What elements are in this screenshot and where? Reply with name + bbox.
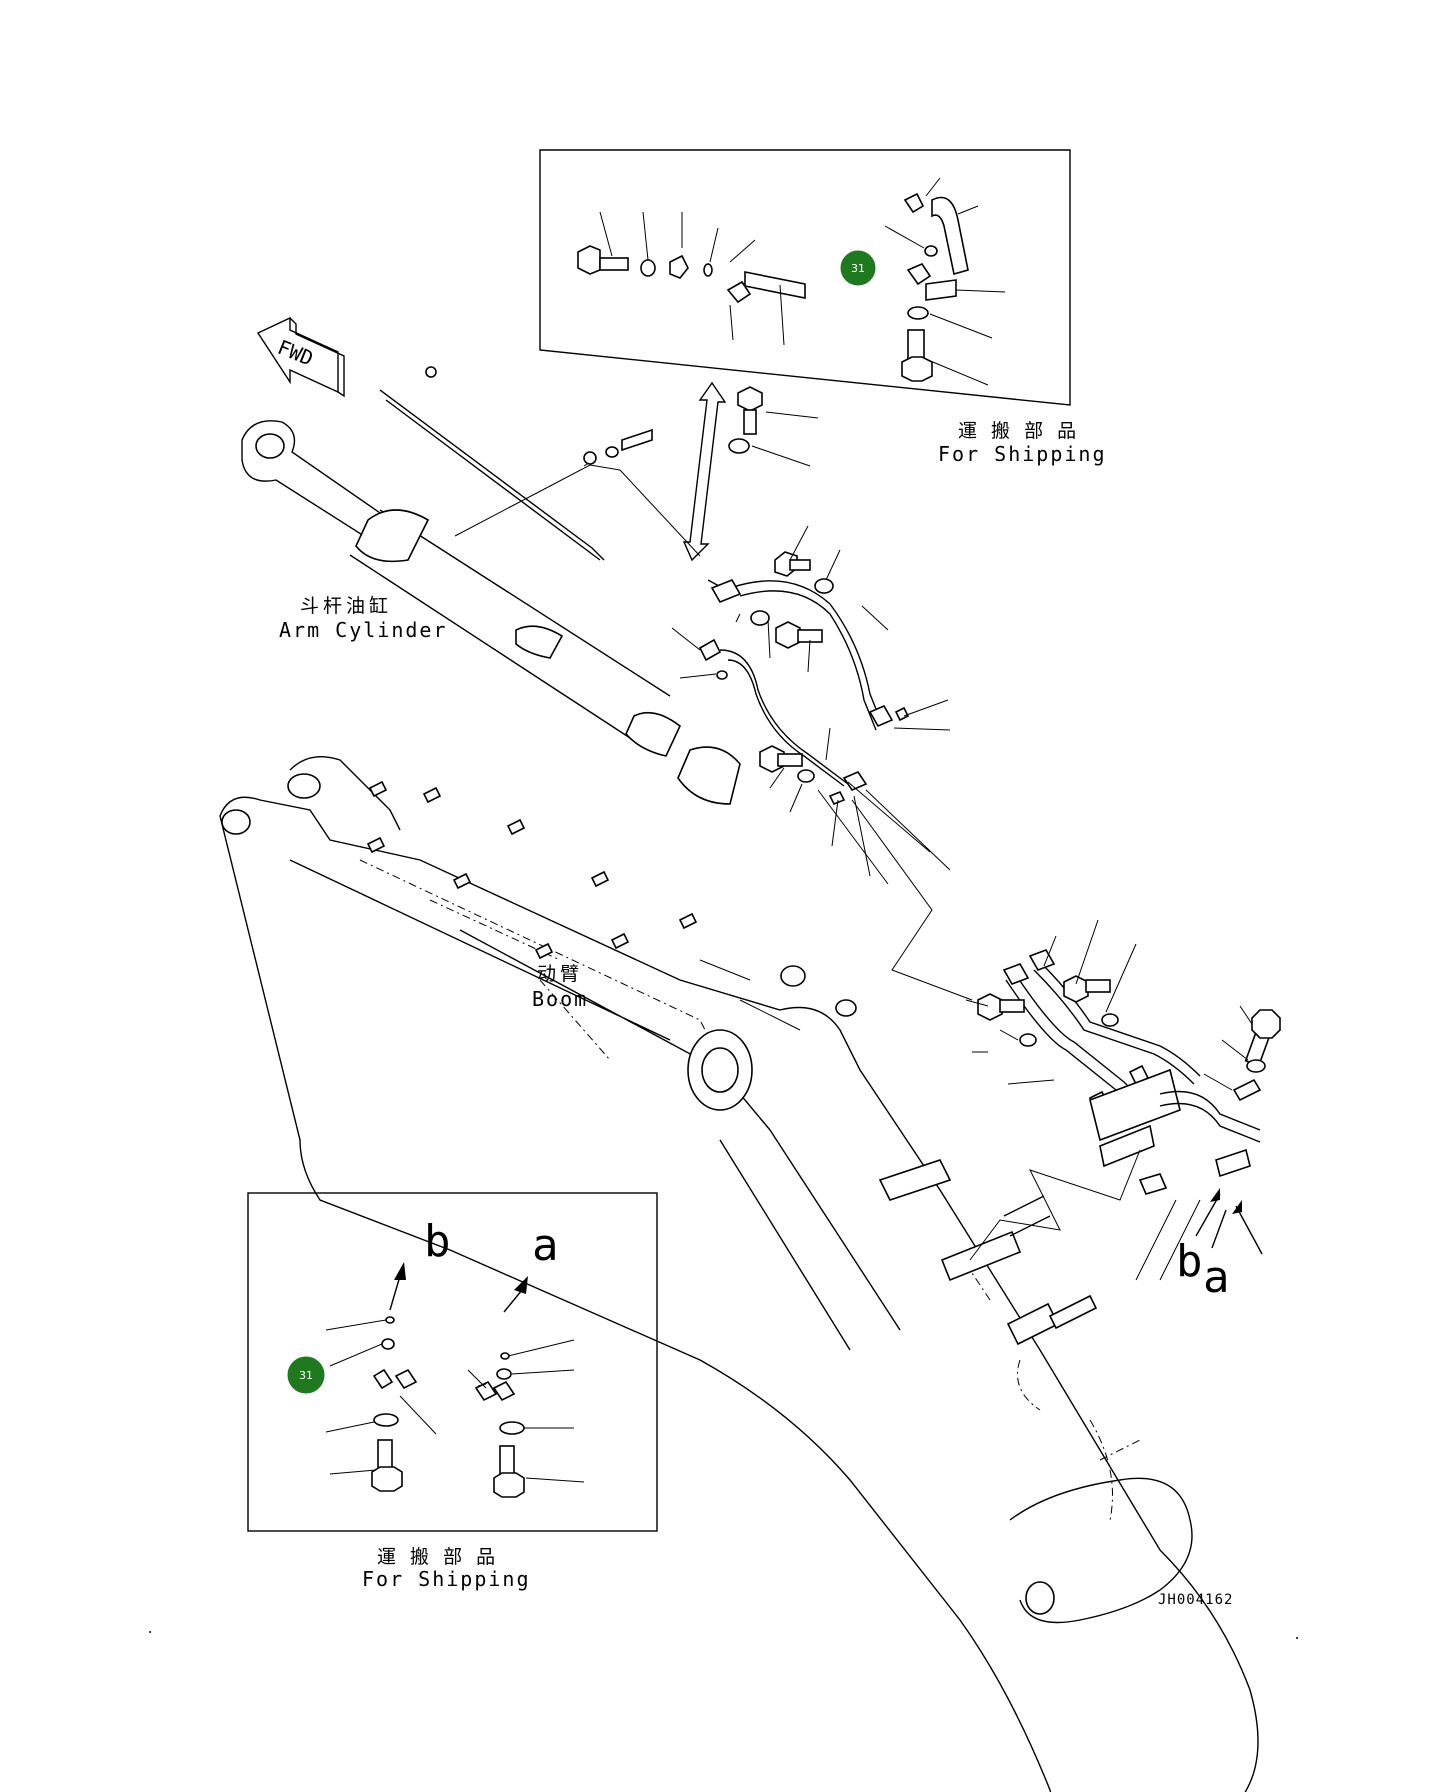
- bolt-part: [371, 1439, 403, 1492]
- bolt-part: [737, 386, 763, 435]
- fitting-part: [726, 271, 806, 304]
- fwd-arrow-icon: FWD: [256, 316, 345, 398]
- boom: 动臂 Boom: [219, 756, 1259, 1792]
- oring-part: [924, 245, 938, 257]
- washer-part: [728, 438, 750, 454]
- shipping-label-cn-top: 運 搬 部 品: [958, 420, 1080, 442]
- item-31-badge: [287, 1356, 325, 1394]
- inset-top: 31 運 搬 部 品 For Shipping: [539, 149, 1107, 466]
- shipping-label-en-top: For Shipping: [938, 442, 1107, 466]
- arm-cylinder: 斗杆油缸 Arm Cylinder: [241, 366, 741, 805]
- detail-a-label: a: [1203, 1252, 1230, 1303]
- bolt-part: [977, 993, 1025, 1021]
- clamp-part: [669, 254, 689, 279]
- hose-assembly: [671, 386, 951, 877]
- inset-bottom: b a 31 運 搬 部 品 For Shipping: [247, 1192, 658, 1591]
- shipping-label-en-bottom: For Shipping: [362, 1567, 531, 1591]
- shipping-label-cn-bottom: 運 搬 部 品: [377, 1546, 499, 1568]
- boom-label-cn: 动臂: [537, 963, 583, 985]
- inset-arrow-a-label: a: [532, 1220, 559, 1271]
- pipe-assembly: b a: [817, 789, 1281, 1303]
- drawing-number: JH004162: [1158, 1592, 1233, 1608]
- hose-part: [903, 192, 969, 276]
- item-31-badge-text: 31: [851, 262, 865, 275]
- clamp-part: [925, 279, 957, 301]
- arm-cylinder-label-en: Arm Cylinder: [279, 618, 448, 642]
- bolt-part: [493, 1445, 525, 1498]
- bolt-part: [901, 329, 933, 382]
- bolt-part: [759, 745, 803, 773]
- item-31-badge-text: 31: [299, 1369, 313, 1382]
- corner-mark: [1296, 1637, 1298, 1639]
- item-31-badge: [840, 250, 876, 286]
- bolt-part: [1063, 975, 1111, 1003]
- washer-part: [907, 306, 929, 320]
- clamp-part: [906, 263, 932, 286]
- bolt-part: [775, 621, 823, 649]
- bolt-part: [1244, 1009, 1281, 1067]
- double-arrow-icon: [682, 381, 727, 562]
- bolt-part: [577, 245, 629, 275]
- corner-mark: [149, 1631, 151, 1633]
- detail-b-label: b: [1176, 1236, 1203, 1287]
- arm-cylinder-label-cn: 斗杆油缸: [300, 595, 392, 617]
- oring-part: [703, 263, 713, 277]
- boom-label-en: Boom: [532, 987, 588, 1011]
- inset-arrow-b-label: b: [424, 1216, 451, 1267]
- washer-part: [640, 259, 656, 277]
